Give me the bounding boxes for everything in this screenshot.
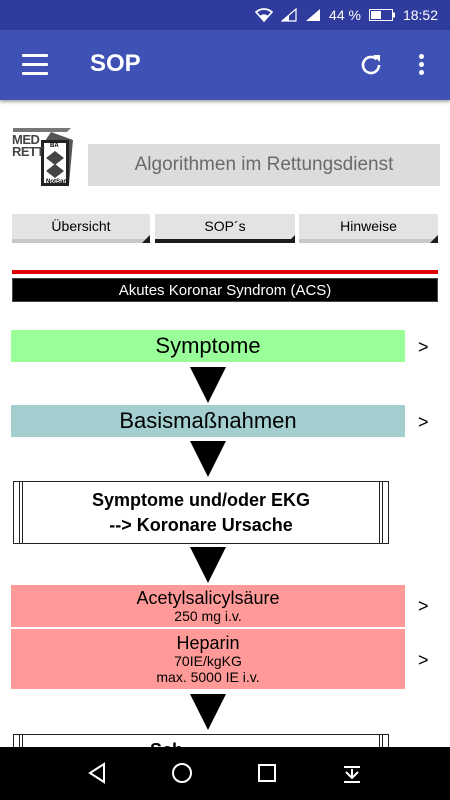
status-time: 18:52 xyxy=(402,7,438,23)
section-title: Akutes Koronar Syndrom (ACS) xyxy=(12,278,438,302)
symptome-chevron-icon[interactable]: > xyxy=(418,337,429,357)
notification-pull-icon[interactable] xyxy=(338,759,366,787)
ass-name: Acetylsalicylsäure xyxy=(136,588,280,608)
heparin-name: Heparin xyxy=(176,633,240,653)
decision-line1: Symptome und/oder EKG xyxy=(91,489,311,510)
heparin-dose-1: 70IE/kgKG xyxy=(174,653,242,669)
tab-sops[interactable]: SOP´s xyxy=(155,214,295,243)
symptome-block[interactable]: Symptome xyxy=(11,330,405,362)
tab-hinweise[interactable]: Hinweise xyxy=(299,214,438,243)
tab-corner-marker xyxy=(287,235,295,243)
ass-dose: 250 mg i.v. xyxy=(174,608,242,624)
app-logo: MED RETT BA NotSan xyxy=(11,124,79,188)
home-icon[interactable] xyxy=(168,759,196,787)
back-icon[interactable] xyxy=(84,759,112,787)
symptome-label: Symptome xyxy=(155,333,261,358)
tab-label: Übersicht xyxy=(51,218,111,234)
tab-corner-marker xyxy=(430,235,438,243)
logo-badge-ba: BA xyxy=(50,143,59,149)
wifi-icon xyxy=(255,8,274,22)
recents-icon[interactable] xyxy=(253,759,281,787)
page-heading: Algorithmen im Rettungsdienst xyxy=(88,144,440,186)
decision-box: Symptome und/oder EKG --> Koronare Ursac… xyxy=(13,481,389,544)
flow-arrow-down-icon xyxy=(190,694,226,730)
system-nav-bar xyxy=(0,747,450,800)
flow-arrow-down-icon xyxy=(190,547,226,583)
logo-badge-notsan: NotSan xyxy=(46,179,67,185)
ass-chevron-icon[interactable]: > xyxy=(418,596,429,616)
tab-label: Hinweise xyxy=(340,218,397,234)
tab-label: SOP´s xyxy=(204,218,246,234)
logo-text-med: MED xyxy=(12,132,40,147)
logo-text-rett: RETT xyxy=(12,144,44,159)
app-bar: SOP xyxy=(0,30,450,100)
decision-line2: --> Koronare Ursache xyxy=(109,514,293,535)
signal-icon xyxy=(281,8,297,22)
tab-corner-marker xyxy=(142,235,150,243)
status-bar-right: 44 % 18:52 xyxy=(255,0,438,30)
more-vert-icon[interactable] xyxy=(416,52,426,78)
tab-underline xyxy=(299,239,438,243)
tab-underline xyxy=(155,239,295,243)
status-bar: 44 % 18:52 xyxy=(0,0,450,30)
flow-arrow-down-icon xyxy=(190,367,226,403)
signal-icon xyxy=(305,8,321,22)
basismassnahmen-block[interactable]: Basismaßnahmen xyxy=(11,405,405,437)
menu-icon[interactable] xyxy=(22,54,48,76)
heparin-dose-2: max. 5000 IE i.v. xyxy=(156,669,260,685)
battery-percent: 44 % xyxy=(329,7,361,23)
ass-block[interactable]: Acetylsalicylsäure 250 mg i.v. xyxy=(11,585,405,627)
refresh-icon[interactable] xyxy=(358,52,384,78)
app-title: SOP xyxy=(90,50,141,77)
section-red-line xyxy=(12,270,438,274)
basismassnahmen-label: Basismaßnahmen xyxy=(119,408,297,433)
tab-uebersicht[interactable]: Übersicht xyxy=(12,214,150,243)
heparin-block[interactable]: Heparin 70IE/kgKG max. 5000 IE i.v. xyxy=(11,629,405,689)
heparin-chevron-icon[interactable]: > xyxy=(418,650,429,670)
battery-icon xyxy=(368,9,395,21)
flow-arrow-down-icon xyxy=(190,441,226,477)
basismassnahmen-chevron-icon[interactable]: > xyxy=(418,412,429,432)
tab-underline xyxy=(12,239,150,243)
